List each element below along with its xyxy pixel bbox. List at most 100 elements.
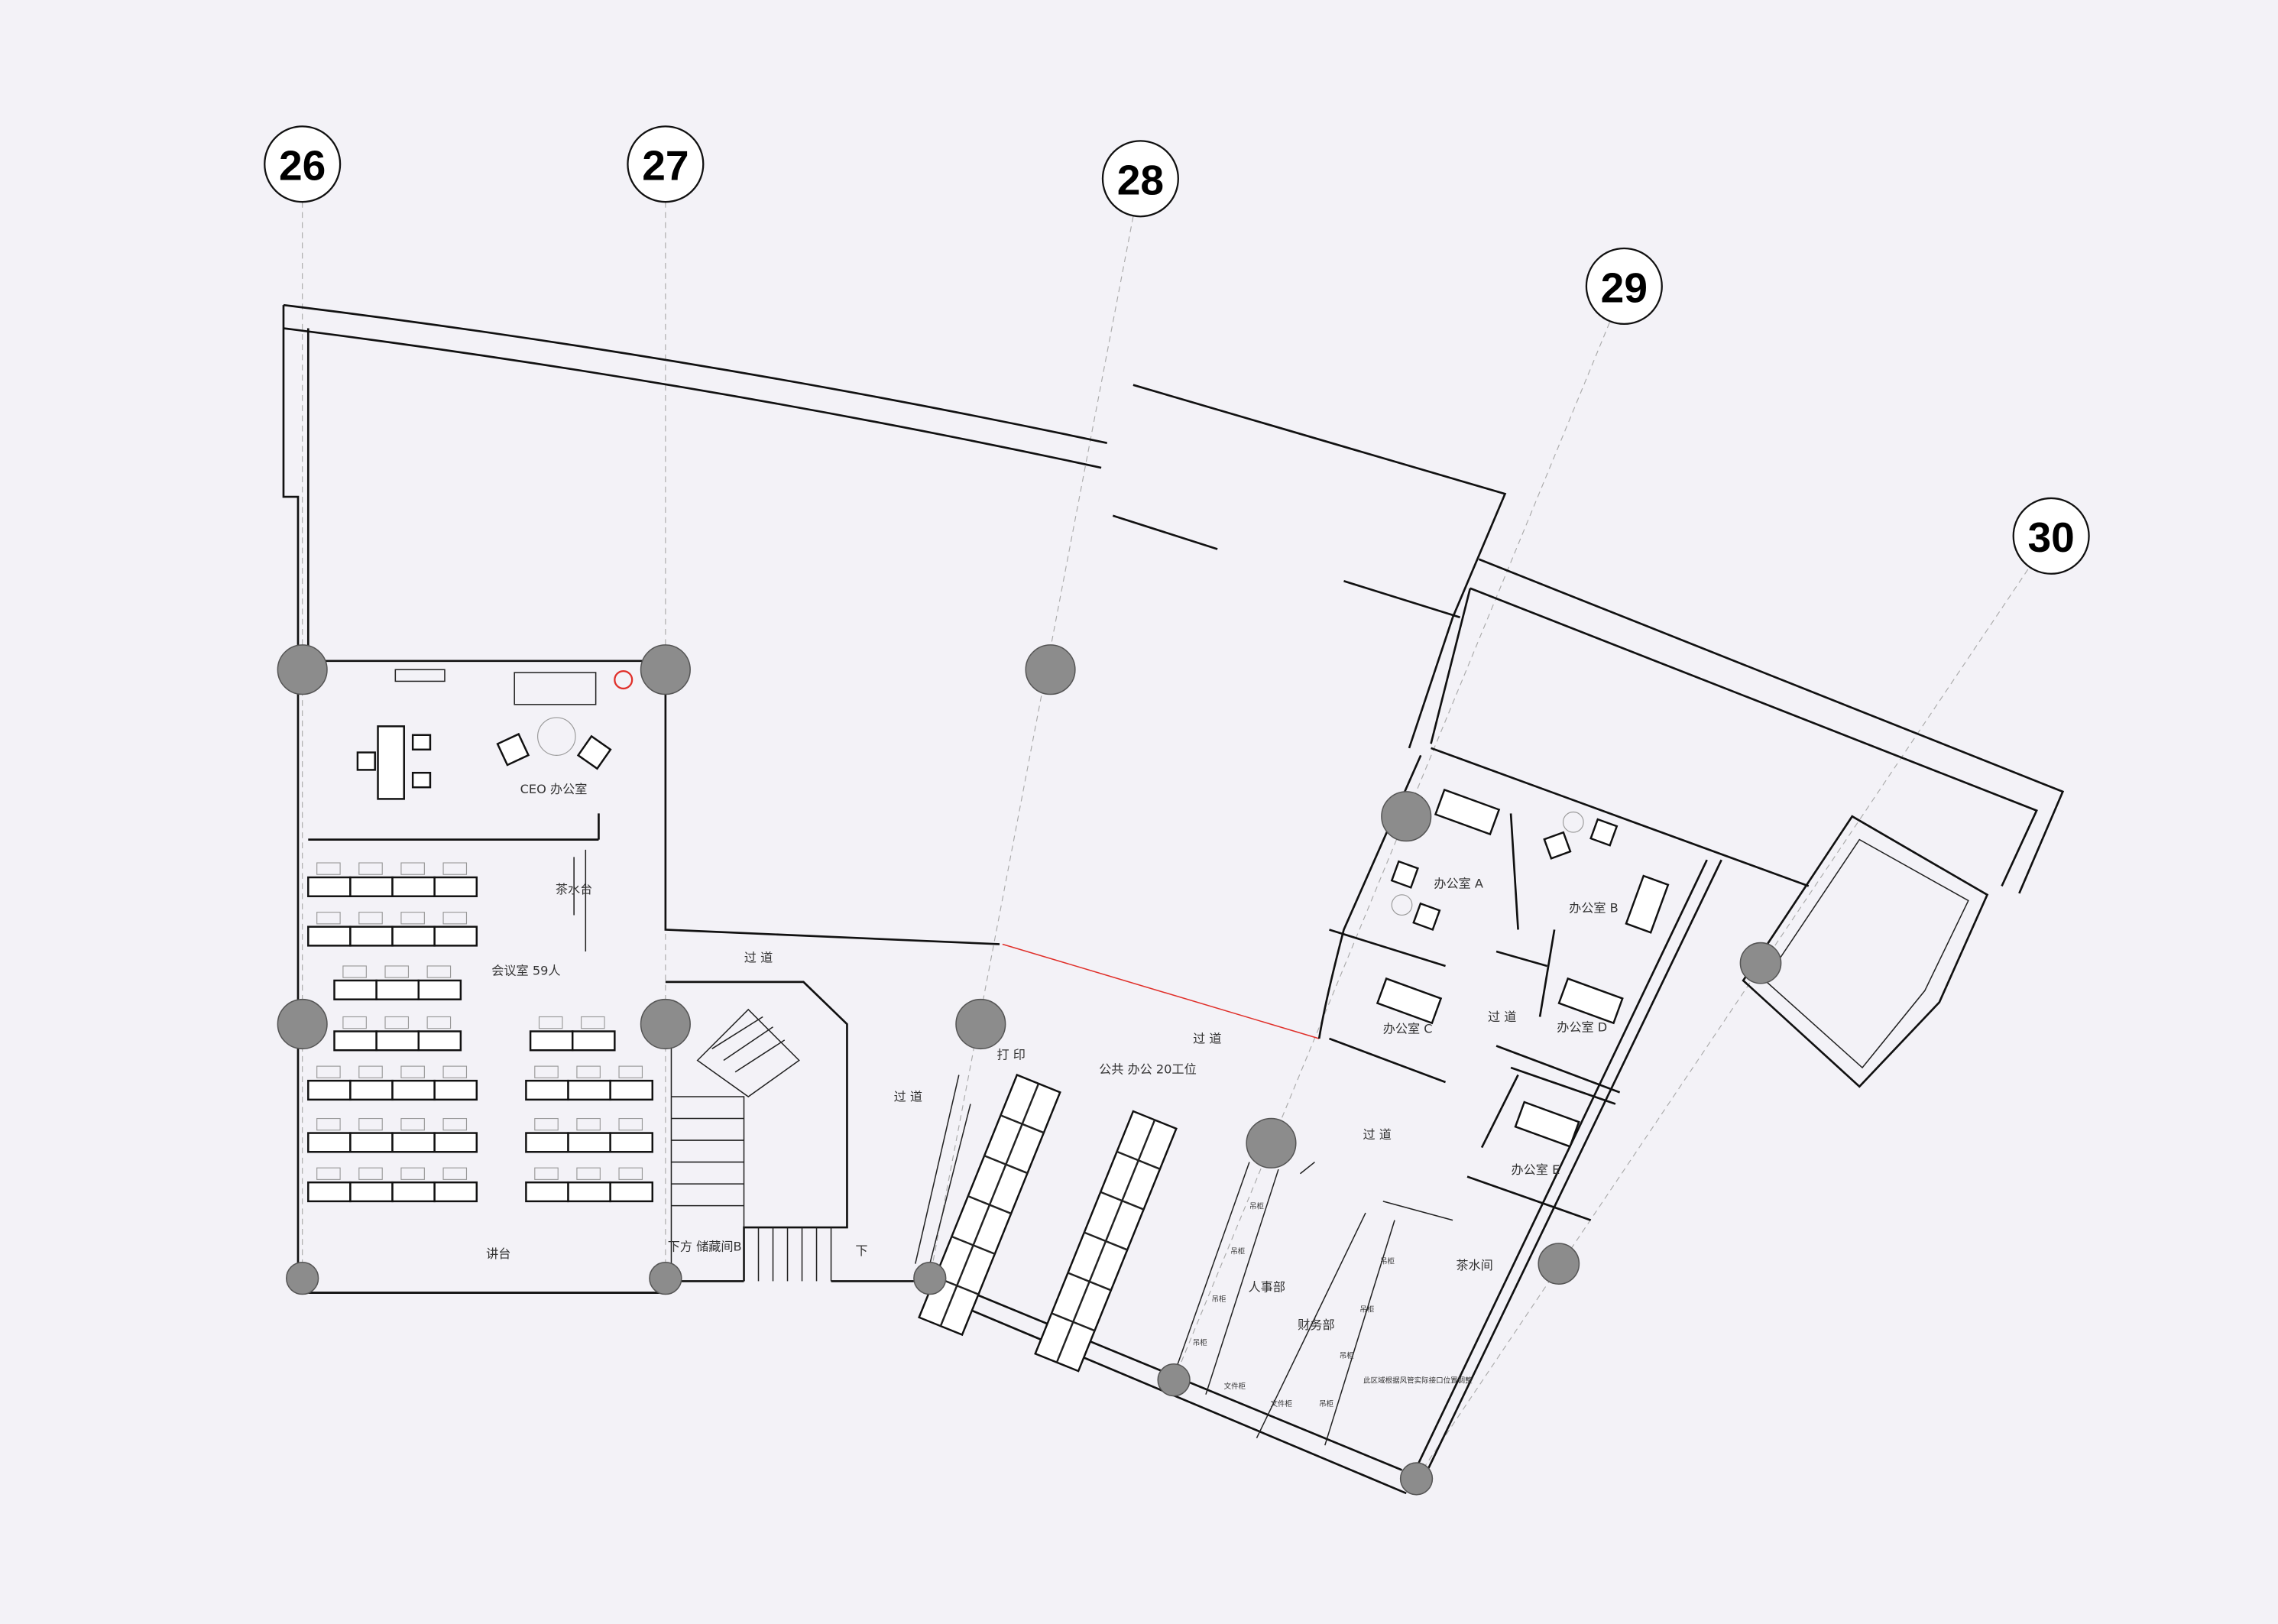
room-labels: CEO 办公室 茶水台 会议室 59人 讲台 下方 储藏间B 下 打 印 公共 … [486,782,1619,1332]
axis-label: 30 [2027,514,2074,561]
meeting-table [433,925,478,947]
meeting-table [333,979,378,1000]
structural-columns [277,644,1782,1496]
furniture-labels: 吊柜 吊柜 吊柜 吊柜 吊柜 吊柜 吊柜 吊柜 文件柜 文件柜 此区域根据风管实… [1193,1201,1473,1408]
interior-walls [308,660,1621,1446]
axis-label: 27 [642,142,689,190]
meeting-table [571,1030,616,1052]
meeting-chair [400,912,425,925]
label-hanging-cabinet: 吊柜 [1340,1351,1355,1360]
meeting-chair [426,1016,452,1029]
meeting-table [609,1181,653,1203]
meeting-table [375,979,420,1000]
meeting-chair [538,1016,563,1029]
workstations-left [918,1073,1061,1337]
meeting-chair [400,1167,425,1180]
workstations-right [1034,1110,1178,1373]
meeting-chair [576,1167,601,1180]
meeting-table [307,1132,352,1153]
label-hanging-cabinet: 吊柜 [1319,1399,1334,1408]
label-file-cabinet: 文件柜 [1271,1399,1293,1408]
meeting-table [433,1079,478,1101]
meeting-table [391,1132,436,1153]
meeting-chair [618,1167,643,1180]
meeting-table [433,1181,478,1203]
meeting-chair [342,965,367,978]
label-office-a: 办公室 A [1434,876,1483,890]
meeting-table [307,925,352,947]
label-hanging-cabinet: 吊柜 [1193,1338,1208,1347]
axis-bubble-30: 30 [2012,497,2090,575]
label-office-b: 办公室 B [1569,901,1619,916]
meeting-table [349,1079,394,1101]
label-hanging-cabinet: 吊柜 [1212,1295,1227,1304]
staircase [671,1008,832,1282]
label-corridor: 过 道 [744,950,773,964]
label-podium: 讲台 [486,1246,510,1261]
meeting-chair [384,965,410,978]
meeting-chair [534,1065,559,1078]
meeting-table [529,1030,574,1052]
meeting-table [375,1030,420,1052]
meeting-table [567,1181,611,1203]
meeting-chair [342,1016,367,1029]
label-down: 下 [855,1243,867,1258]
meeting-chair [384,1016,410,1029]
meeting-chair [316,1167,341,1180]
meeting-chair [358,862,383,875]
label-ceo-office: CEO 办公室 [520,782,588,796]
meeting-table [391,1181,436,1203]
label-corridor: 过 道 [894,1090,922,1104]
meeting-chair [534,1117,559,1131]
axis-bubble-27: 27 [627,125,705,203]
label-meeting-room: 会议室 59人 [491,963,560,977]
meeting-table [433,876,478,897]
exterior-walls [282,303,2065,1495]
label-storage-b: 下方 储藏间B [668,1240,742,1254]
label-hanging-cabinet: 吊柜 [1359,1305,1375,1314]
meeting-table [349,925,394,947]
meeting-chair [581,1016,605,1029]
meeting-chair [442,1065,468,1078]
meeting-table [525,1181,569,1203]
meeting-chair [358,1065,383,1078]
meeting-table [525,1132,569,1153]
label-hanging-cabinet: 吊柜 [1230,1246,1245,1256]
meeting-table [609,1132,653,1153]
axis-label: 28 [1117,157,1164,204]
meeting-table [307,876,352,897]
label-corridor: 过 道 [1193,1032,1221,1046]
meeting-table [433,1132,478,1153]
meeting-room-tables [307,862,653,1203]
meeting-chair [618,1065,643,1078]
meeting-chair [442,1167,468,1180]
meeting-chair [534,1167,559,1180]
meeting-chair [316,912,341,925]
label-office-e: 办公室 E [1512,1162,1560,1177]
meeting-chair [400,1065,425,1078]
label-tea-counter: 茶水台 [556,882,592,896]
label-hanging-cabinet: 吊柜 [1380,1257,1395,1266]
meeting-chair [618,1117,643,1131]
meeting-table [391,876,436,897]
note-duct-adjustment: 此区域根据风管实际接口位置调整 [1363,1376,1473,1385]
meeting-table [333,1030,378,1052]
meeting-chair [442,862,468,875]
label-hr: 人事部 [1249,1280,1285,1295]
meeting-chair [576,1117,601,1131]
meeting-table [417,1030,462,1052]
label-print: 打 印 [997,1048,1026,1062]
meeting-chair [358,1117,383,1131]
axis-label: 26 [279,142,326,190]
label-corridor: 过 道 [1488,1010,1516,1024]
meeting-table [307,1079,352,1101]
label-file-cabinet: 文件柜 [1224,1382,1246,1391]
label-corridor: 过 道 [1363,1127,1392,1142]
meeting-table [525,1079,569,1101]
meeting-table [391,1079,436,1101]
meeting-chair [358,1167,383,1180]
label-office-c: 办公室 C [1383,1021,1433,1036]
label-finance: 财务部 [1298,1318,1334,1332]
axis-lines [302,202,2029,1480]
